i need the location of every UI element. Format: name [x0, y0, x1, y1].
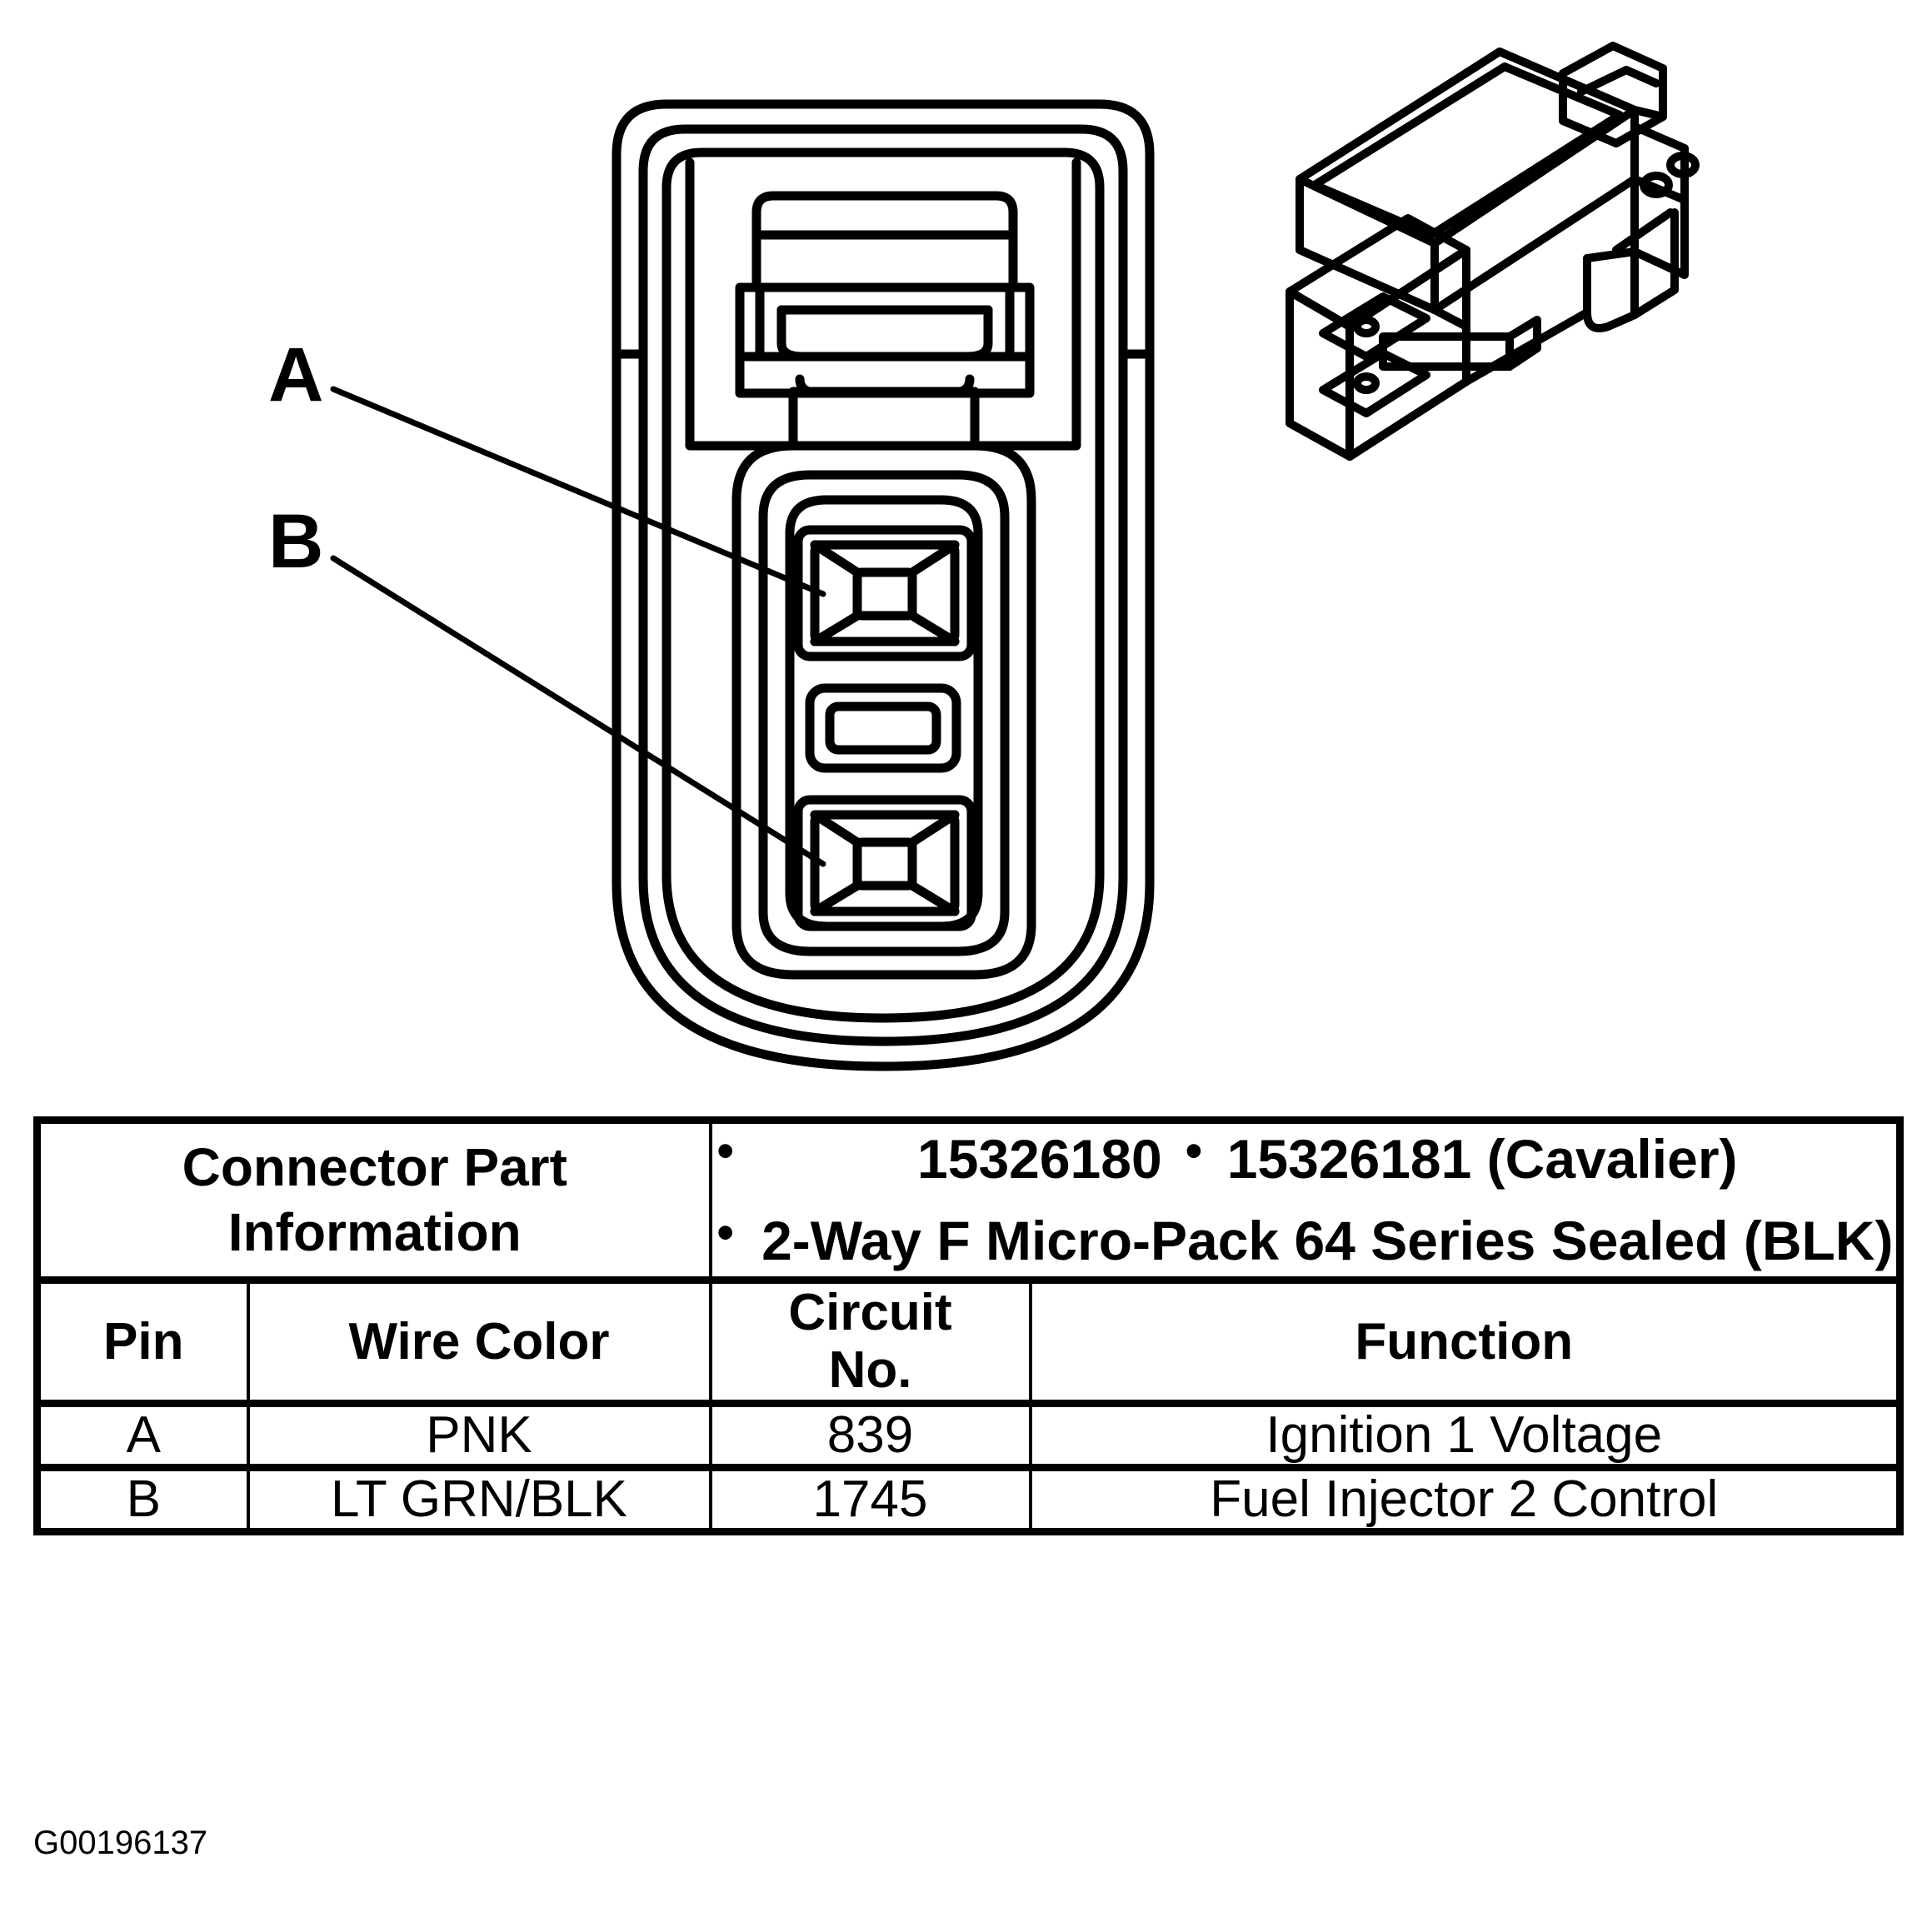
iso-skirt-join — [1430, 306, 1470, 331]
center-key-slot — [805, 683, 961, 773]
connector-shell-outlines — [612, 99, 1155, 1071]
iso-right-hook — [1583, 247, 1639, 332]
header-circuit-line2: No. — [828, 1341, 912, 1400]
terminal-a-outer — [793, 525, 976, 661]
header-wire-color: Wire Color — [246, 1278, 712, 1407]
row-a-circuit-no: 839 — [708, 1401, 1032, 1472]
latch-base-band — [735, 352, 1035, 398]
row-a-pin: A — [33, 1401, 250, 1472]
iso-right-flange — [1630, 122, 1689, 279]
terminal-b-cavity — [793, 795, 976, 931]
iso-cage-bottom — [1345, 377, 1470, 461]
iso-slot-lower-hole — [1353, 372, 1380, 394]
terminal-b-center — [852, 837, 917, 891]
center-key-outer — [805, 683, 961, 773]
part-bullet-row-1: 15326180 15326181 (Cavalier) — [712, 1121, 1897, 1194]
figure-id-code: G00196137 — [33, 1825, 208, 1861]
shell-side-tabs — [612, 349, 1155, 422]
part-info-row: Connector Part Information 1532618015326… — [33, 1116, 1905, 1284]
terminal-b-left-wedge — [810, 810, 862, 916]
terminal-a-left-wedge — [810, 540, 862, 646]
connector-part-information-label: Connector Part Information — [33, 1116, 712, 1284]
shell-outline-1 — [612, 99, 1155, 1071]
connector-figure: A B — [268, 42, 1700, 1071]
row-a-function: Ignition 1 Voltage — [1028, 1401, 1905, 1472]
terminal-a-right-wedge — [907, 540, 960, 646]
part-number-2: 15326181 (Cavalier) — [1181, 1121, 1738, 1194]
callout-label-b: B — [268, 499, 324, 584]
table-row: A PNK 839 Ignition 1 Voltage — [33, 1401, 1905, 1472]
latch-surround — [685, 157, 1081, 451]
connector-part-bullet-list: 15326180 15326181 (Cavalier) 2-Way F Micr… — [708, 1116, 1905, 1284]
iso-flange-hole-1 — [1640, 172, 1673, 198]
callout-label-a: A — [268, 332, 324, 417]
latch-block — [735, 191, 1035, 451]
cpi-label-line1: Connector Part — [182, 1137, 567, 1198]
iso-flange-hole-2 — [1666, 152, 1700, 178]
terminal-b-right-wedge — [907, 810, 960, 916]
terminal-a-center — [852, 567, 917, 621]
part-bullet-row-2: 2-Way F Micro-Pack 64 Series Sealed (BLK… — [712, 1202, 1897, 1275]
row-b-pin: B — [33, 1465, 250, 1536]
latch-frame-outline — [685, 157, 1081, 451]
row-b-wire-color: LT GRN/BLK — [246, 1465, 712, 1536]
iso-hook-line — [1612, 208, 1675, 254]
connector-iso-view — [1286, 42, 1700, 461]
row-b-circuit-no: 1745 — [708, 1465, 1032, 1536]
leader-line-a — [330, 386, 826, 597]
iso-cage-left-wall — [1286, 287, 1354, 461]
header-function: Function — [1028, 1278, 1905, 1407]
iso-latch-ear-detail — [1577, 66, 1660, 96]
shell-outline-3 — [661, 147, 1105, 1023]
latch-base-inner — [795, 374, 975, 398]
header-pin: Pin — [33, 1278, 250, 1407]
cavity-frame-1 — [731, 441, 1036, 980]
table-row: B LT GRN/BLK 1745 Fuel Injector 2 Contro… — [33, 1465, 1905, 1536]
iso-center-rail-end — [1505, 316, 1541, 371]
connector-line-art — [330, 42, 1700, 1071]
header-circuit-no: Circuit No. — [708, 1278, 1032, 1407]
cpi-label-line2: Information — [227, 1202, 522, 1263]
iso-slot-upper — [1319, 292, 1430, 361]
cavity-frame-2 — [758, 470, 1010, 956]
iso-slot-lower — [1319, 349, 1430, 417]
header-circuit-line1: Circuit — [788, 1283, 952, 1341]
connector-info-table: Connector Part Information 1532618015326… — [33, 1116, 1905, 1536]
table-header-row: Pin Wire Color Circuit No. Function — [33, 1278, 1905, 1407]
terminal-b-outer — [793, 795, 976, 931]
iso-slot-upper-hole — [1353, 316, 1380, 337]
row-b-function: Fuel Injector 2 Control — [1028, 1465, 1905, 1536]
row-a-wire-color: PNK — [246, 1401, 712, 1472]
latch-mid-inner — [776, 305, 993, 362]
leader-line-b — [330, 555, 826, 867]
latch-cap — [751, 191, 1018, 292]
center-key-inner — [825, 701, 941, 755]
terminal-a-cavity — [793, 525, 976, 661]
part-number-1: 15326180 — [917, 1128, 1162, 1190]
iso-hook-edge — [1630, 208, 1679, 319]
iso-lower-skirt — [1462, 246, 1591, 386]
callout-leader-lines — [330, 386, 826, 867]
shell-outline-2 — [638, 124, 1128, 1046]
iso-ear-connect — [1630, 106, 1667, 121]
